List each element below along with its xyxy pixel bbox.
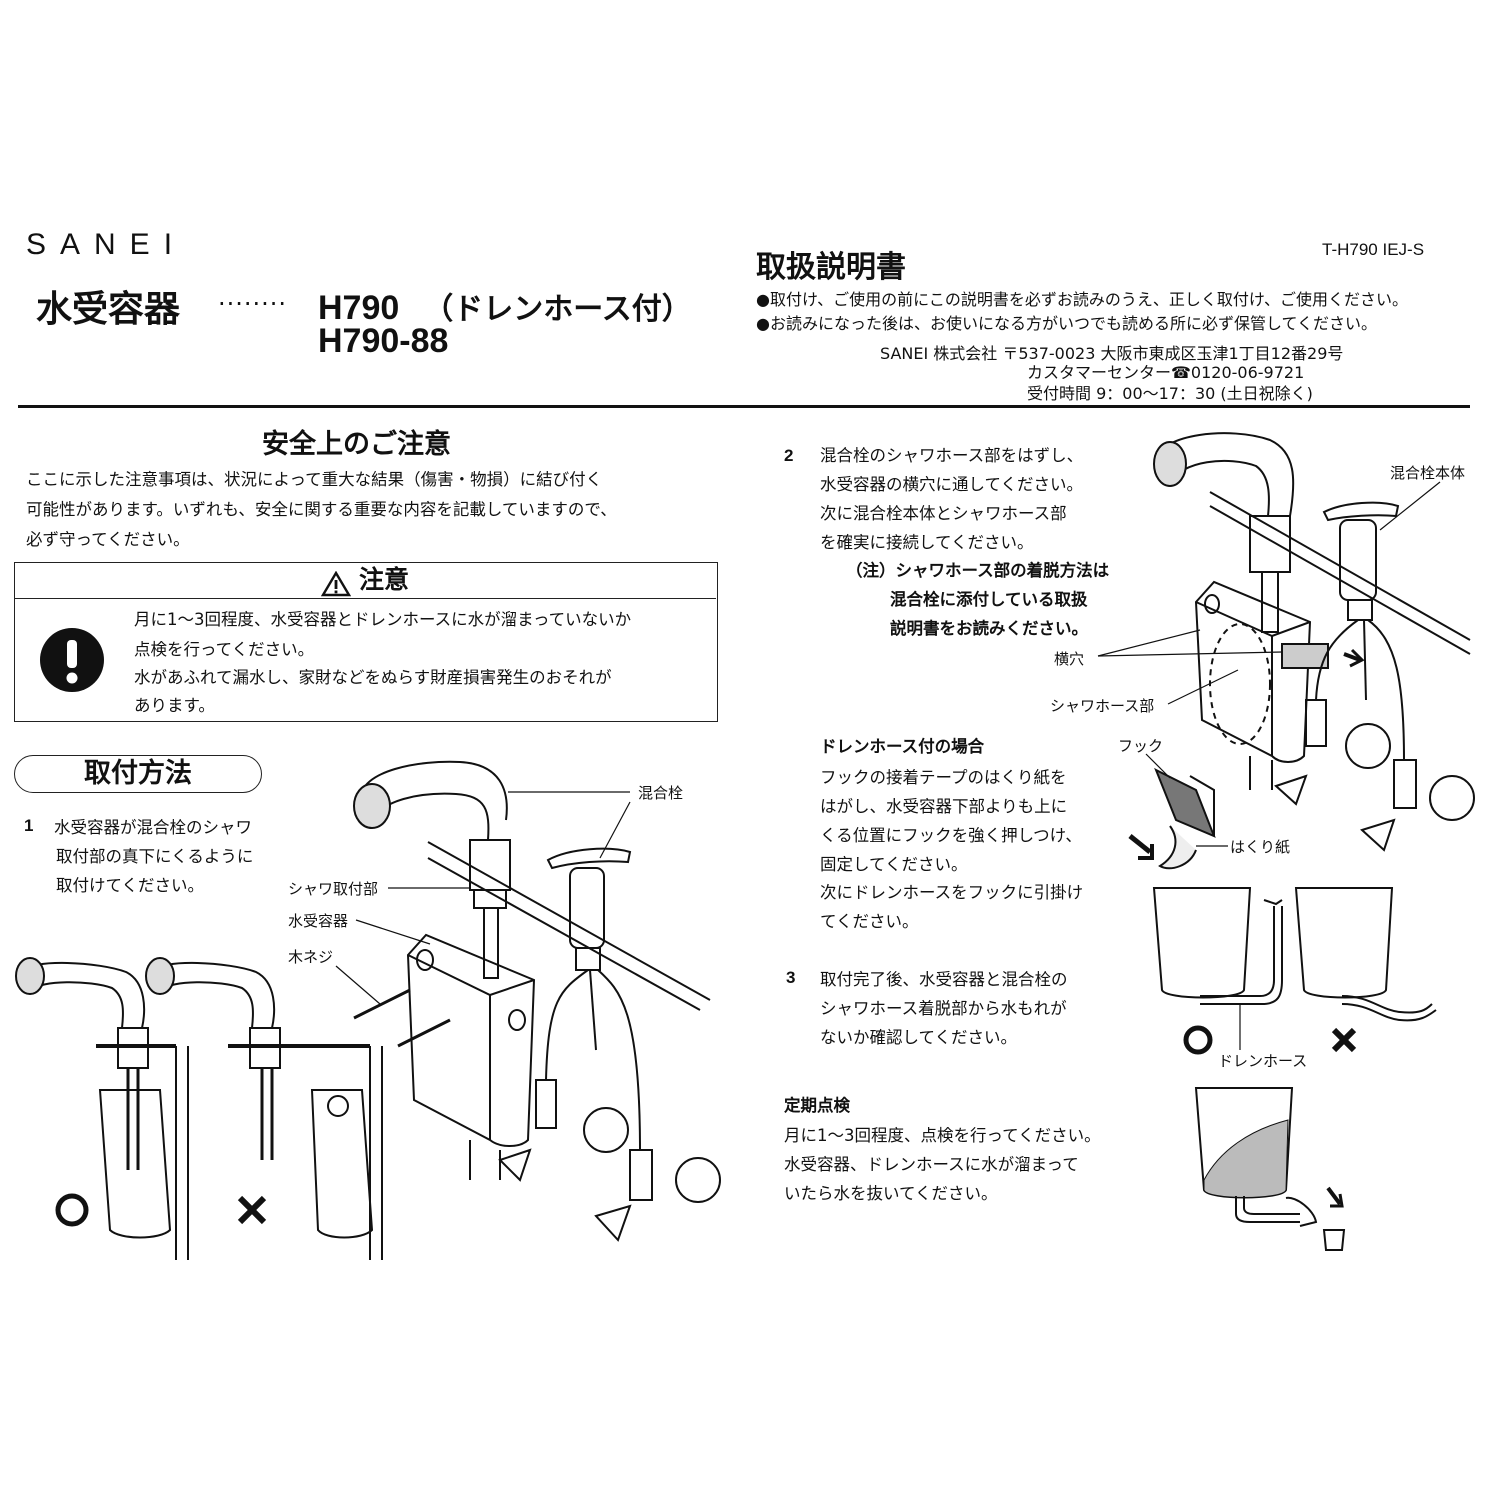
step-3-number: 3: [786, 968, 796, 987]
company-address: SANEI 株式会社 〒537-0023 大阪市東成区玉津1丁目12番29号: [880, 344, 1344, 363]
label-shower-mount: シャワ取付部: [288, 880, 379, 898]
ok-circle-icon: [1183, 1025, 1213, 1055]
step-3-line: 取付完了後、水受容器と混合栓の: [820, 970, 1068, 989]
model-number-1: H790 （ドレンホース付）: [318, 284, 692, 328]
step-3-line: シャワホース着脱部から水もれが: [820, 999, 1067, 1018]
step-2-line: 水受容器の横穴に通してください。: [820, 475, 1084, 494]
safety-title: 安全上のご注意: [262, 429, 451, 460]
document-number: T-H790 IEJ-S: [1322, 240, 1425, 259]
step-1-number: 1: [24, 816, 34, 835]
label-screw: 木ネジ: [288, 948, 334, 966]
label-side-hole: 横穴: [1054, 650, 1085, 668]
step-2-line: 次に混合栓本体とシャワホース部: [820, 504, 1067, 523]
label-faucet-body: 混合栓本体: [1390, 464, 1466, 482]
step-2-note-line: 混合栓に添付している取扱: [890, 590, 1088, 609]
ok-circle-icon: [55, 1193, 89, 1227]
ng-cross-icon: [237, 1195, 267, 1225]
notice-1: ●取付け、ご使用の前にこの説明書を必ずお読みのうえ、正しく取付け、ご使用ください…: [756, 290, 1409, 309]
label-container: 水受容器: [288, 912, 349, 930]
inspection-line: いたら水を抜いてください。: [784, 1184, 998, 1203]
safety-intro-line: 必ず守ってください。: [26, 530, 190, 549]
step-1-line: 取付部の真下にくるように: [56, 847, 254, 866]
product-title: 水受容器: [36, 289, 181, 330]
safety-intro-line: 可能性があります。いずれも、安全に関する重要な内容を記載していますので、: [26, 500, 617, 519]
step-2-note-line: （注）シャワホース部の着脱方法は: [846, 561, 1110, 580]
inspection-title: 定期点検: [784, 1096, 850, 1115]
drain-line: てください。: [820, 912, 919, 931]
business-hours: 受付時間 9：00〜17：30 (土日祝除く): [1027, 384, 1313, 403]
label-drain-hose: ドレンホース: [1218, 1052, 1308, 1070]
step-2-note-line: 説明書をお読みください。: [890, 619, 1088, 638]
step-2-number: 2: [784, 446, 794, 465]
drain-line: フックの接着テープのはくり紙を: [820, 768, 1067, 787]
inspection-line: 月に1〜3回程度、点検を行ってください。: [784, 1126, 1101, 1145]
step-2-line: 混合栓のシャワホース部をはずし、: [820, 446, 1084, 465]
manual-title: 取扱説明書: [756, 250, 906, 285]
label-faucet: 混合栓: [638, 784, 684, 802]
safety-intro-line: ここに示した注意事項は、状況によって重大な結果（傷害・物損）に結び付く: [26, 470, 603, 489]
customer-center: カスタマーセンター☎0120-06-9721: [1027, 363, 1305, 382]
brand-logo: SANEI: [26, 228, 187, 261]
step-1-line: 取付けてください。: [56, 876, 205, 895]
drain-line: 固定してください。: [820, 855, 968, 874]
title-leader-dots: ········: [218, 290, 288, 318]
caution-box: [14, 562, 718, 722]
caution-heading: 注意: [358, 565, 409, 594]
label-hook: フック: [1118, 737, 1164, 755]
install-title-pill: 取付方法: [14, 755, 262, 793]
caution-line: あります。: [134, 696, 215, 715]
model-number-2: H790-88: [318, 322, 449, 360]
ng-cross-icon: [1331, 1027, 1357, 1053]
drain-title: ドレンホース付の場合: [820, 737, 985, 756]
label-shower-hose: シャワホース部: [1050, 697, 1155, 715]
install-title: 取付方法: [84, 758, 192, 789]
drain-line: くる位置にフックを強く押しつけ、: [820, 826, 1082, 845]
step-3-line: ないか確認してください。: [820, 1028, 1018, 1047]
inspection-line: 水受容器、ドレンホースに水が溜まって: [784, 1155, 1079, 1174]
label-release-paper: はくり紙: [1230, 838, 1291, 856]
model-1-suffix: （ドレンホース付）: [423, 292, 692, 327]
caution-header: 注意: [14, 562, 716, 599]
caution-line: 水があふれて漏水し、家財などをぬらす財産損害発生のおそれが: [134, 668, 612, 687]
exclamation-icon: [40, 628, 104, 692]
caution-line: 月に1〜3回程度、水受容器とドレンホースに水が溜まっていないか: [134, 610, 632, 629]
drain-line: はがし、水受容器下部よりも上に: [820, 797, 1068, 816]
header-divider: [18, 405, 1470, 408]
step-1-line: 水受容器が混合栓のシャワ: [54, 818, 252, 837]
notice-2: ●お読みになった後は、お使いになる方がいつでも読める所に必ず保管してください。: [756, 314, 1378, 333]
model-1-code: H790: [318, 289, 400, 327]
caution-line: 点検を行ってください。: [134, 640, 315, 659]
drain-line: 次にドレンホースをフックに引掛け: [820, 883, 1084, 902]
step-2-line: を確実に接続してください。: [820, 533, 1034, 552]
warning-triangle-icon: [320, 570, 351, 596]
